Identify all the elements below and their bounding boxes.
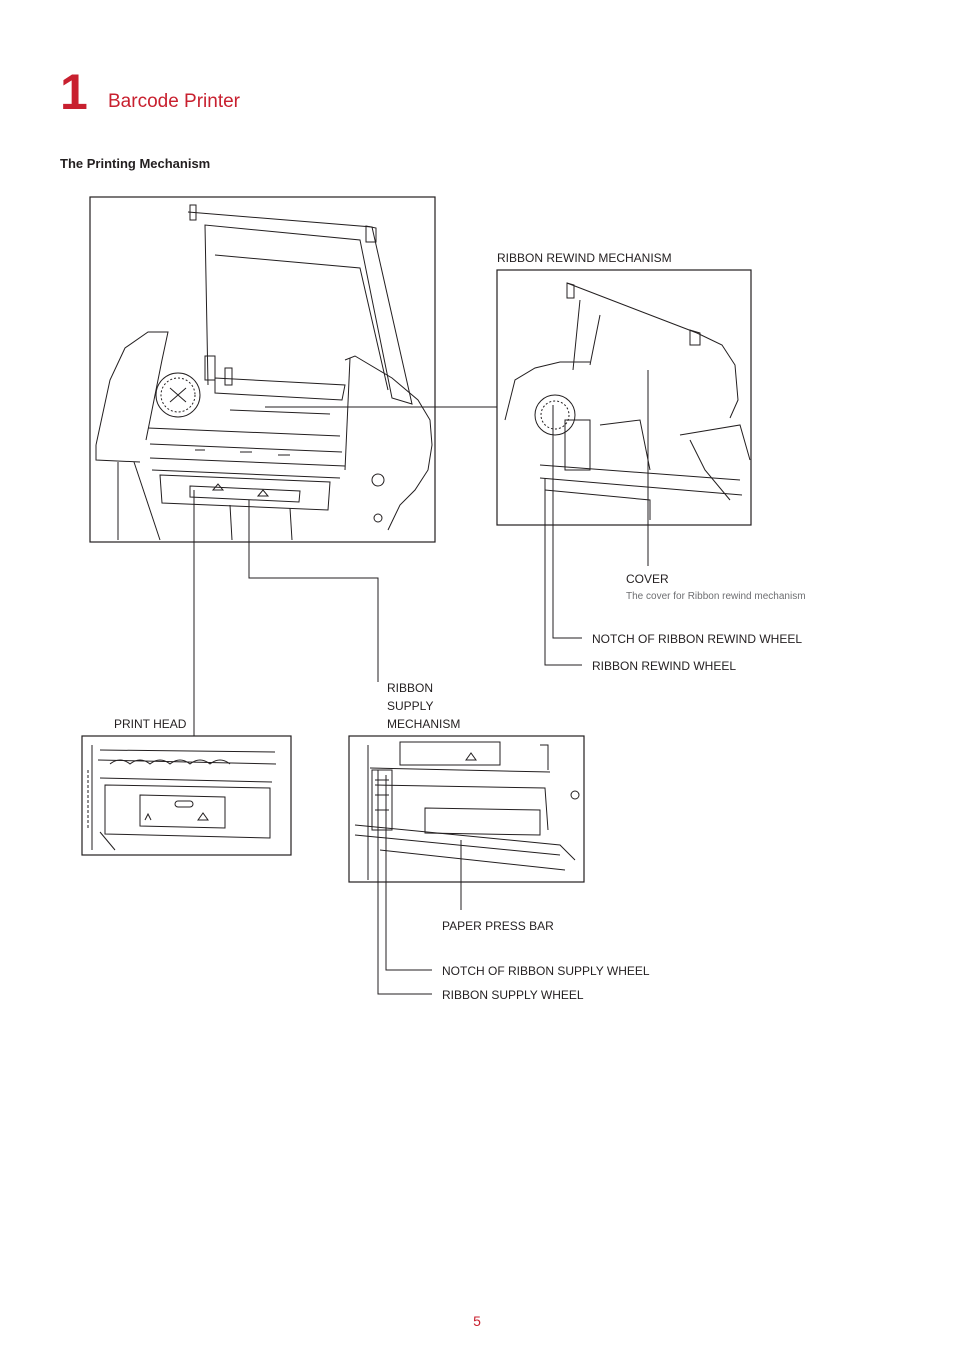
page-number: 5	[473, 1313, 481, 1329]
cover-note: The cover for Ribbon rewind mechanism	[626, 591, 806, 602]
section-title: The Printing Mechanism	[60, 156, 211, 171]
paper-press-bar-label: PAPER PRESS BAR	[442, 919, 554, 933]
ribbon-supply-label-line1: RIBBON	[387, 681, 434, 695]
cover-label: COVER	[626, 572, 669, 586]
main-printer-illustration	[89, 196, 436, 543]
leader-lines	[193, 370, 649, 995]
ribbon-supply-label-line2: SUPPLY	[387, 699, 434, 713]
ribbon-rewind-mechanism-label: RIBBON REWIND MECHANISM	[497, 251, 672, 265]
ribbon-rewind-detail	[496, 269, 752, 526]
ribbon-supply-detail	[348, 735, 585, 883]
chapter-number: 1	[60, 64, 88, 120]
chapter-title: Barcode Printer	[108, 91, 241, 112]
notch-ribbon-supply-wheel-label: NOTCH OF RIBBON SUPPLY WHEEL	[442, 964, 650, 978]
ribbon-rewind-wheel-label: RIBBON REWIND WHEEL	[592, 659, 737, 673]
notch-ribbon-rewind-wheel-label: NOTCH OF RIBBON REWIND WHEEL	[592, 632, 803, 646]
print-head-label: PRINT HEAD	[114, 717, 187, 731]
print-head-detail	[81, 735, 292, 856]
ribbon-supply-wheel-label: RIBBON SUPPLY WHEEL	[442, 988, 584, 1002]
ribbon-supply-label-line3: MECHANISM	[387, 717, 461, 731]
